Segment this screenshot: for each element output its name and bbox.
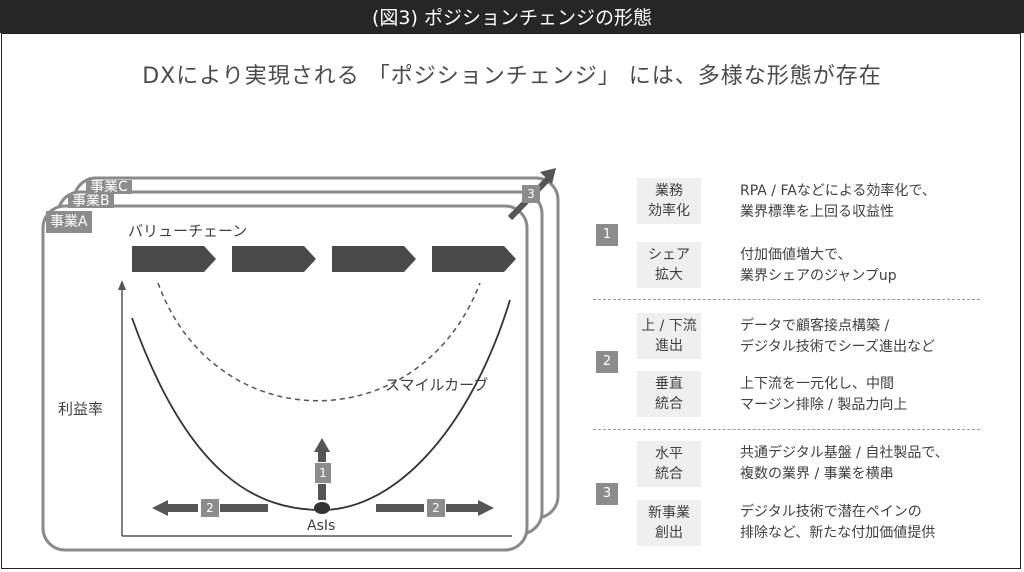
layer-card-a <box>41 204 529 552</box>
asis-label: AsIs <box>307 518 336 534</box>
desc-line: 業界標準を上回る収益性 <box>740 204 894 220</box>
desc-new-business: デジタル技術で潜在ペインの 排除など、新たな付加価値提供 <box>740 502 935 544</box>
desc-line: マージン排除 / 製品力向上 <box>740 397 908 413</box>
layer-arrowhead <box>540 168 556 184</box>
desc-line: 排除など、新たな付加価値提供 <box>740 525 936 541</box>
left-arrow-shaft-b <box>220 504 268 512</box>
layer-tag-c: 事業C <box>86 180 132 194</box>
category-share: シェア 拡大 <box>637 242 701 288</box>
right-arrow-shaft-b <box>446 504 478 512</box>
group-divider-2 <box>593 429 980 430</box>
desc-vertical-integration: 上下流を一元化し、中間 マージン排除 / 製品力向上 <box>740 374 907 416</box>
group-divider-1 <box>593 299 980 300</box>
desc-line: データで顧客接点構築 / <box>740 318 890 334</box>
left-arrow-shaft-a <box>168 504 198 512</box>
value-chain-step-4 <box>432 246 516 272</box>
up-arrow-stub <box>318 484 326 500</box>
desc-horizontal-integration: 共通デジタル基盤 / 自社製品で、 複数の業界 / 事業を横串 <box>740 443 949 485</box>
desc-line: RPA / FAなどによる効率化で、 <box>740 183 936 199</box>
category-line: 統合 <box>655 466 683 482</box>
layer-badge: 3 <box>522 185 540 203</box>
y-axis-label: 利益率 <box>58 400 104 418</box>
y-axis-arrowhead <box>118 280 126 290</box>
subtitle: DXにより実現される 「ポジションチェンジ」 には、多様な形態が存在 <box>142 64 882 89</box>
desc-efficiency: RPA / FAなどによる効率化で、 業界標準を上回る収益性 <box>740 181 936 223</box>
desc-line: 共通デジタル基盤 / 自社製品で、 <box>740 445 949 461</box>
value-chain-step-3 <box>332 246 416 272</box>
category-line: 新事業 <box>648 505 690 521</box>
desc-line: デジタル技術で潜在ペインの <box>740 504 922 520</box>
dashed-smile-curve <box>157 282 481 402</box>
desc-line: デジタル技術でシーズ進出など <box>740 339 936 355</box>
arrow-up-badge: 1 <box>314 462 332 484</box>
value-chain-step-1 <box>132 246 216 272</box>
curve-label: スマイルカーブ <box>385 376 489 394</box>
category-line: シェア <box>648 247 690 263</box>
group-number-3: 3 <box>596 483 618 505</box>
category-horizontal-integration: 水平 統合 <box>637 441 701 487</box>
left-arrow-head <box>152 500 168 516</box>
category-line: 進出 <box>655 338 683 354</box>
group-number-1: 1 <box>596 224 618 246</box>
category-line: 垂直 <box>655 376 683 392</box>
category-line: 業務 <box>655 183 683 199</box>
up-arrow-head <box>314 438 330 452</box>
category-vertical-integration: 垂直 統合 <box>637 371 701 417</box>
category-line: 拡大 <box>655 267 683 283</box>
category-upstream-downstream: 上 / 下流 進出 <box>637 313 701 359</box>
category-line: 統合 <box>655 396 683 412</box>
category-efficiency: 業務 効率化 <box>637 178 701 224</box>
desc-upstream-downstream: データで顧客接点構築 / デジタル技術でシーズ進出など <box>740 316 935 358</box>
page-title: (図3) ポジションチェンジの形態 <box>372 7 652 29</box>
layer-tag-a: 事業A <box>46 211 92 233</box>
up-arrow-shaft <box>318 452 326 462</box>
layer-tag-b: 事業B <box>68 194 114 208</box>
category-new-business: 新事業 創出 <box>637 500 701 546</box>
value-chain-step-2 <box>232 246 316 272</box>
category-line: 上 / 下流 <box>641 318 697 334</box>
right-arrow-head <box>478 500 494 516</box>
desc-line: 上下流を一元化し、中間 <box>740 376 894 392</box>
right-arrow-shaft-a <box>376 504 424 512</box>
desc-line: 付加価値増大で、 <box>740 247 852 263</box>
arrow-left-badge: 2 <box>200 498 220 518</box>
category-line: 創出 <box>655 525 683 541</box>
desc-line: 業界シェアのジャンプup <box>740 268 897 284</box>
arrow-right-badge: 2 <box>426 498 446 518</box>
category-line: 水平 <box>655 446 683 462</box>
desc-share: 付加価値増大で、 業界シェアのジャンプup <box>740 245 897 287</box>
title-bar: (図3) ポジションチェンジの形態 <box>0 0 1024 33</box>
content-frame <box>1 33 1021 569</box>
category-line: 効率化 <box>648 203 690 219</box>
asis-point <box>314 502 330 514</box>
value-chain-label: バリューチェーン <box>128 222 248 240</box>
group-number-2: 2 <box>596 351 618 373</box>
desc-line: 複数の業界 / 事業を横串 <box>740 466 894 482</box>
